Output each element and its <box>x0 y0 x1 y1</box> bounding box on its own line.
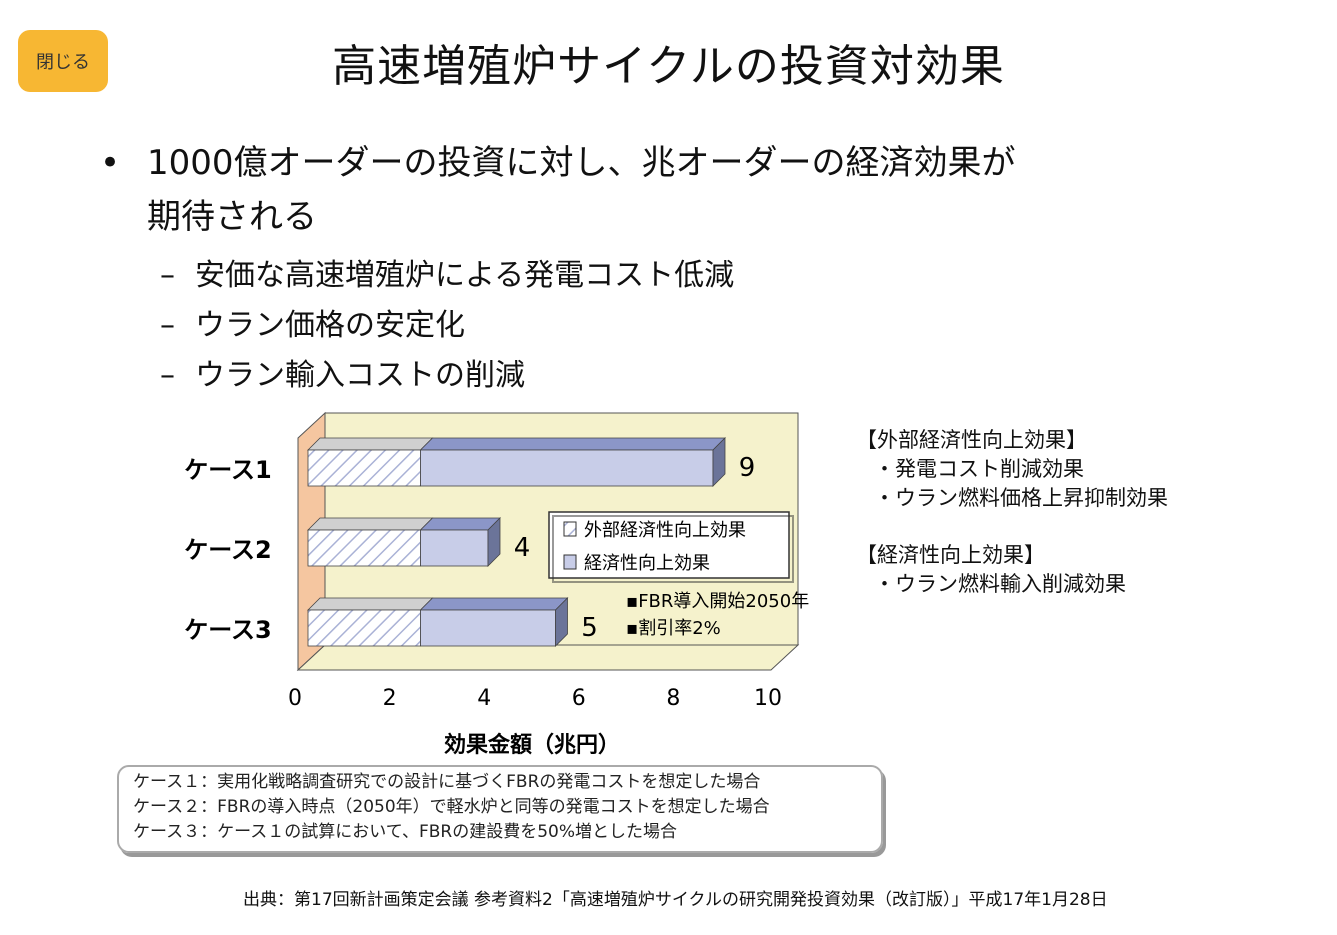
sub-item-text: ウラン価格の安定化 <box>195 308 465 343</box>
sub-item: –ウラン輸入コストの削減 <box>160 350 525 394</box>
page-title: 高速増殖炉サイクルの投資対効果 <box>332 41 1005 92</box>
category-label: ケース3 <box>184 616 272 644</box>
x-tick-label: 6 <box>572 686 586 711</box>
bar-segment-economic <box>420 529 489 567</box>
x-tick-label: 4 <box>477 686 491 711</box>
bullet-line-2: 期待される <box>147 197 317 237</box>
bar-segment-external <box>307 449 421 487</box>
external-heading: 【外部経済性向上効果】 <box>856 428 1087 452</box>
legend-label-economic: 経済性向上効果 <box>584 553 710 574</box>
legend: 外部経済性向上効果 経済性向上効果 <box>548 511 794 583</box>
case-definitions-box: ケース１：実用化戦略調査研究での設計に基づくFBRの発電コストを想定した場合 ケ… <box>117 765 883 853</box>
annotation-discount-rate: ▪割引率2% <box>626 618 721 639</box>
legend-swatch-external <box>563 521 577 537</box>
annotation-fbr-start: ▪FBR導入開始2050年 <box>626 591 809 612</box>
dash-marker: – <box>160 308 175 343</box>
x-tick-label: 8 <box>666 686 680 711</box>
floor <box>296 644 800 671</box>
case-definition: ケース２：FBRの導入時点（2050年）で軽水炉と同等の発電コストを想定した場合 <box>133 797 770 817</box>
bar-segment-external <box>307 529 421 567</box>
bar-side-face <box>487 517 501 567</box>
data-label: 5 <box>581 613 598 643</box>
source-citation: 出典：第17回新計画策定会議 参考資料2「高速増殖炉サイクルの研究開発投資効果（… <box>243 890 1108 910</box>
bar-top-face <box>419 517 501 531</box>
case-definition: ケース１：実用化戦略調査研究での設計に基づくFBRの発電コストを想定した場合 <box>133 772 761 792</box>
legend-swatch-economic <box>563 554 577 570</box>
sub-item-text: 安価な高速増殖炉による発電コスト低減 <box>195 258 735 293</box>
bar-segment-economic <box>420 449 714 487</box>
x-tick-label: 2 <box>383 686 397 711</box>
bullet-text: 1000億オーダーの投資に対し、兆オーダーの経済効果が 期待される <box>147 136 1016 244</box>
economic-item: ・ウラン燃料輸入削減効果 <box>874 572 1126 596</box>
close-button[interactable]: 閉じる <box>18 30 108 92</box>
external-item: ・ウラン燃料価格上昇抑制効果 <box>874 486 1168 510</box>
sub-item-text: ウラン輸入コストの削減 <box>195 358 525 393</box>
external-item: ・発電コスト削減効果 <box>874 457 1084 481</box>
x-axis-label: 効果金額（兆円） <box>444 732 620 758</box>
bar-side-face <box>712 437 726 487</box>
economic-heading: 【経済性向上効果】 <box>856 543 1045 567</box>
case-definition: ケース３：ケース１の試算において、FBRの建設費を50%増とした場合 <box>133 822 677 842</box>
bar-top-face <box>307 437 434 451</box>
sub-item: –安価な高速増殖炉による発電コスト低減 <box>160 250 734 294</box>
bullet-line-1: 1000億オーダーの投資に対し、兆オーダーの経済効果が <box>147 143 1016 183</box>
dash-marker: – <box>160 358 175 393</box>
bar-segment-external <box>307 609 421 647</box>
data-label: 4 <box>514 533 531 563</box>
side-notes: 【外部経済性向上効果】 ・発電コスト削減効果 ・ウラン燃料価格上昇抑制効果 【経… <box>856 426 1168 599</box>
legend-box <box>548 511 790 579</box>
bar-top-face <box>419 437 726 451</box>
dash-marker: – <box>160 258 175 293</box>
bar-top-face <box>419 597 569 611</box>
sub-item: –ウラン価格の安定化 <box>160 300 465 344</box>
bar-side-face <box>555 597 568 647</box>
bar-top-face <box>307 517 434 531</box>
category-label: ケース2 <box>184 536 272 564</box>
bar-segment-economic <box>420 609 556 647</box>
bullet-marker: • <box>100 143 121 183</box>
x-tick-label: 10 <box>754 686 782 711</box>
legend-label-external: 外部経済性向上効果 <box>584 520 746 541</box>
data-label: 9 <box>739 453 756 483</box>
x-tick-label: 0 <box>288 686 302 711</box>
bar-top-face <box>307 597 434 611</box>
category-label: ケース1 <box>184 456 272 484</box>
